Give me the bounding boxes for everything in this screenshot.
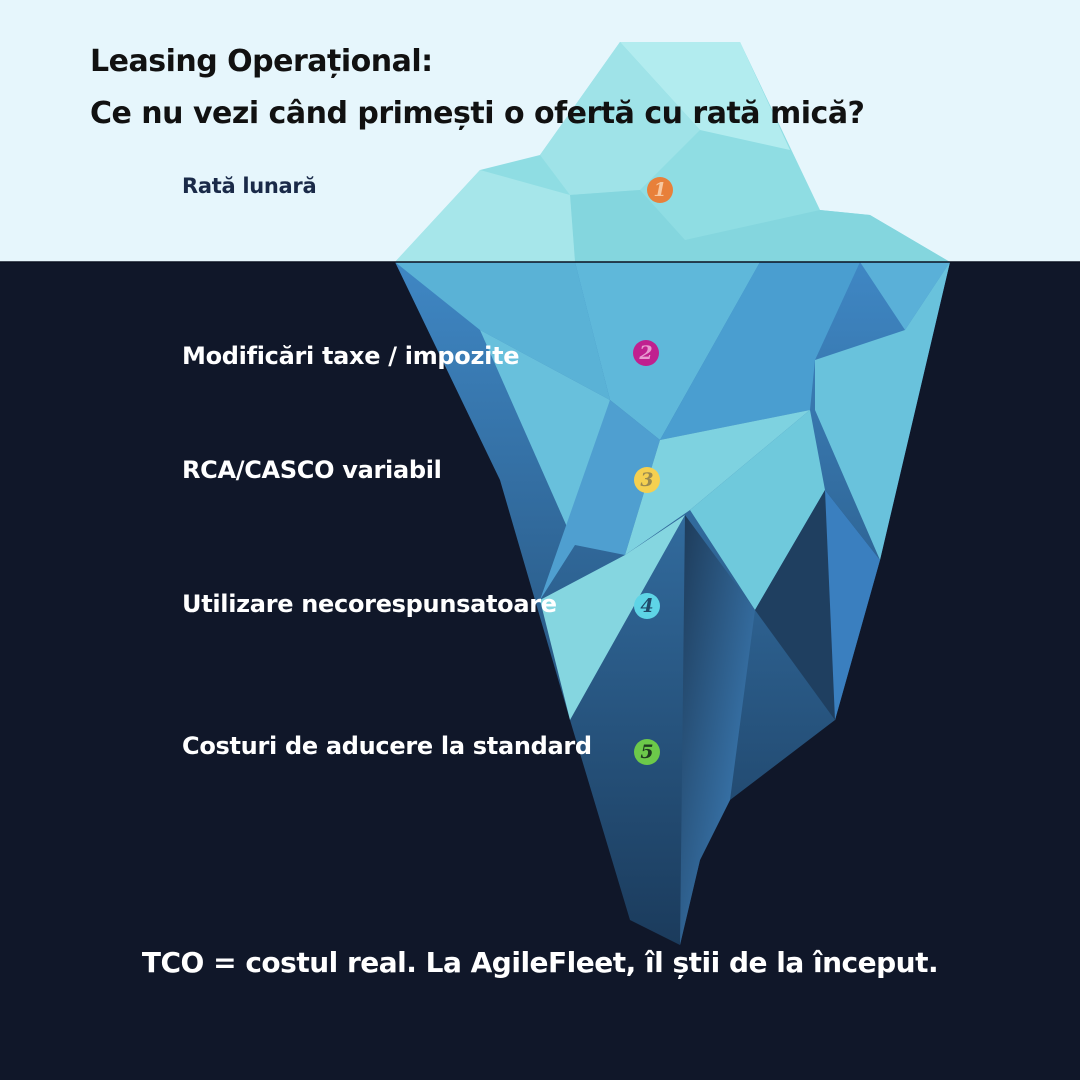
footer-tagline: TCO = costul real. La AgileFleet, îl ști… [141,946,939,979]
item-label-1: Rată lunară [182,174,317,198]
number-badge-2: 2 [633,340,659,366]
item-label-2: Modificări taxe / impozite [182,342,520,370]
item-label-5: Costuri de aducere la standard [182,732,592,760]
number-badge-4: 4 [634,593,660,619]
number-badge-3: 3 [634,467,660,493]
title-line-1: Leasing Operațional: [90,44,433,79]
number-badge-5: 5 [634,739,660,765]
number-badge-1: 1 [647,177,673,203]
item-label-3: RCA/CASCO variabil [182,456,442,484]
title-line-2: Ce nu vezi când primești o ofertă cu rat… [90,96,865,131]
page-title: Leasing Operațional: Ce nu vezi când pri… [90,36,865,140]
item-label-4: Utilizare necorespunsatoare [182,590,557,618]
